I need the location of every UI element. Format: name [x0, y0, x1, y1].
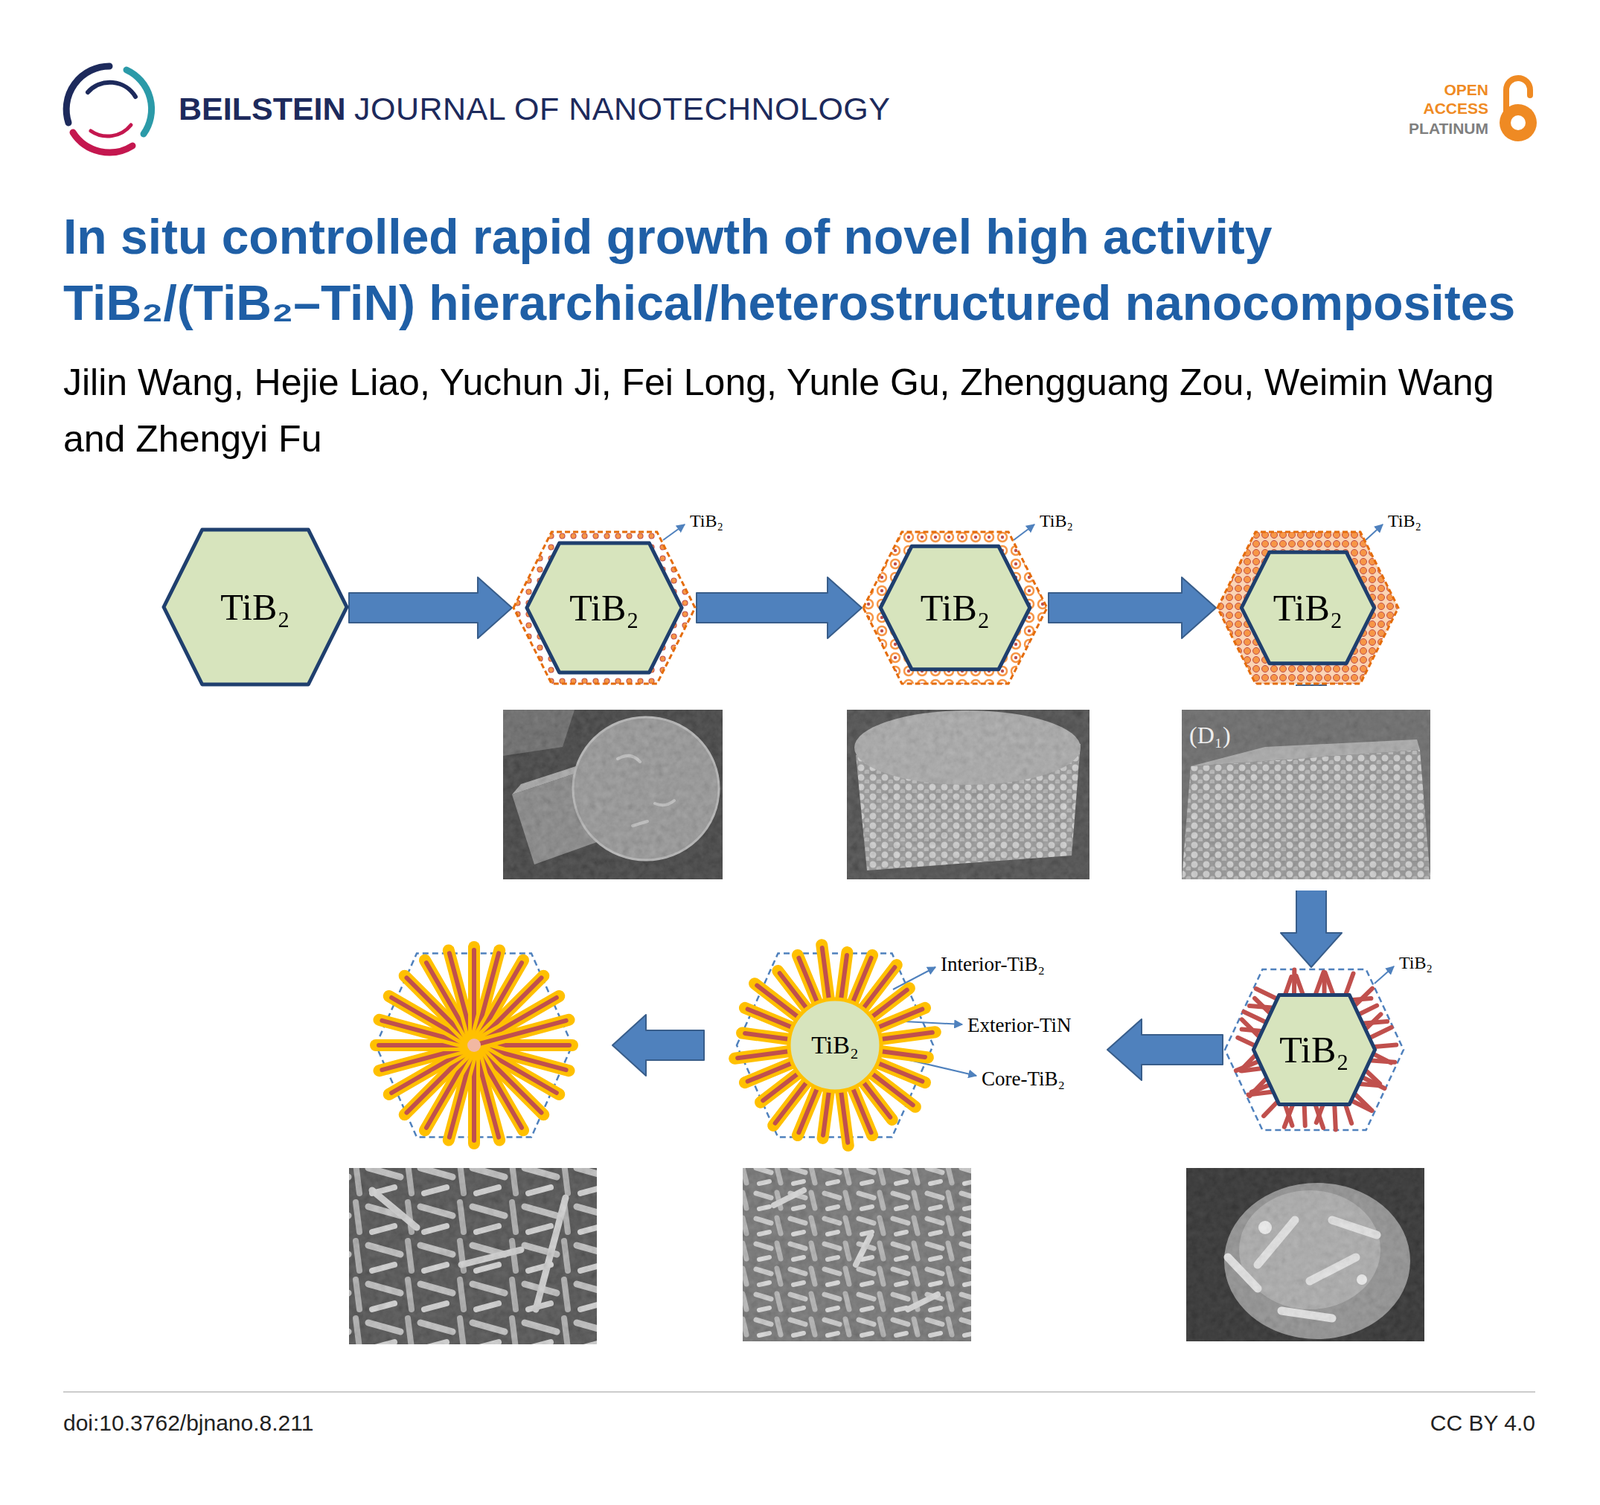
sem-image: [349, 1168, 597, 1345]
particle-shell: [1217, 532, 1399, 684]
footer-rule: [63, 1391, 1536, 1394]
text-line: In situ controlled rapid growth of novel…: [63, 203, 1516, 271]
open-access-lock: [1510, 115, 1526, 131]
dashed-outline: [1224, 969, 1404, 1131]
nanorod-starburst: [375, 947, 573, 1144]
sem-image: [742, 1168, 972, 1342]
paper-title: In situ controlled rapid growth of novel…: [63, 203, 1516, 337]
particle-shell: [513, 532, 696, 684]
callout-label: Exterior-TiN: [967, 1013, 1071, 1038]
text-line: Jilin Wang, Hejie Liao, Yuchun Ji, Fei L…: [63, 354, 1494, 411]
journal-name: JOURNAL OF NANOTECHNOLOGY: [354, 90, 891, 129]
node-label: TiB₂: [920, 587, 990, 629]
callout-label: TiB₂: [1039, 510, 1074, 533]
sem-image: [503, 709, 723, 880]
block-arrow: [349, 577, 512, 639]
sem-image: [1181, 709, 1431, 880]
sem-image: [742, 1168, 972, 1342]
sem-image: [1181, 709, 1431, 880]
open-access-lock: [1499, 78, 1537, 142]
nanorod: [734, 1050, 797, 1059]
hexagon-node: TiB₂: [1222, 967, 1406, 1133]
callout-label: TiB₂: [689, 510, 724, 533]
sem-image: [846, 709, 1090, 880]
callout-label: TiB₂: [1399, 952, 1433, 975]
sem-image: [349, 1168, 597, 1345]
leader-line: [663, 524, 685, 541]
core-particle: [788, 999, 882, 1092]
doi-text: doi:10.3762/bjnano.8.211: [63, 1410, 314, 1438]
leader-line: [1013, 524, 1035, 541]
sem-image: [349, 1168, 597, 1345]
callout-label: Interior-TiB₂: [940, 952, 1045, 977]
leader-line: [663, 524, 1394, 1077]
block-arrow: [1048, 577, 1216, 639]
sem-image: [1186, 1168, 1425, 1342]
sem-image: [1186, 1168, 1425, 1342]
particle-shell: [863, 532, 1048, 684]
nanorod: [840, 1084, 849, 1147]
journal-logo: [66, 66, 152, 153]
access-badge: ACCESS: [1422, 98, 1489, 118]
journal-name: BEILSTEIN: [178, 90, 347, 129]
hexagon-node: TiB₂: [161, 527, 350, 687]
license-text: CC BY 4.0: [1430, 1410, 1536, 1438]
hexagon-node: TiB₂: [861, 530, 1049, 686]
callout-label: Core-TiB₂: [981, 1067, 1065, 1091]
journal-logo: [87, 82, 136, 97]
nanorod-starburst: [478, 1020, 570, 1045]
crystal-hexagon: [163, 529, 347, 685]
sem-image: [503, 709, 723, 880]
journal-logo: [66, 66, 110, 123]
crystal-hexagon: [526, 543, 682, 673]
leader-line: [1365, 524, 1383, 541]
nanorod-starburst: [467, 1038, 481, 1053]
nanorod: [821, 945, 830, 1007]
sem-image: [846, 709, 1090, 880]
text-line: TiB₂/(TiB₂–TiN) hierarchical/heterostruc…: [63, 270, 1516, 337]
sem-image: [846, 709, 1090, 880]
open-access-lock: [1499, 104, 1537, 142]
starburst-node: TiB₂: [730, 941, 1108, 1150]
block-arrow: [612, 1015, 704, 1077]
sem-image: [1181, 709, 1431, 880]
hexagon-node: TiB₂: [512, 530, 697, 686]
sem-image: [742, 1168, 972, 1342]
block-arrow: [1107, 1019, 1223, 1081]
leader-line: [1374, 966, 1394, 984]
crystal-hexagon: [1241, 552, 1374, 664]
author-list: Jilin Wang, Hejie Liao, Yuchun Ji, Fei L…: [63, 354, 1494, 468]
node-label: TiB₂: [1273, 587, 1343, 629]
crystal-hexagon: [1253, 995, 1375, 1106]
node-shape: [730, 941, 1108, 1150]
dashed-outline: [736, 954, 934, 1138]
node-label: TiB₂: [569, 587, 639, 629]
block-arrow: [696, 577, 862, 639]
hexagon-node: TiB₂: [1216, 530, 1400, 686]
access-badge: PLATINUM: [1408, 119, 1489, 138]
journal-logo: [90, 125, 131, 137]
leader-line: [904, 1021, 963, 1025]
node-label: TiB₂: [1279, 1029, 1349, 1071]
node-label: TiB₂: [220, 587, 290, 629]
sem-image: [503, 709, 723, 880]
access-badge: OPEN: [1443, 80, 1489, 99]
node-label: TiB₂: [811, 1031, 859, 1059]
text-line: and Zhengyi Fu: [63, 410, 1494, 468]
callout-label: TiB₂: [1387, 510, 1422, 533]
panel-label: (D₁): [1189, 721, 1231, 750]
sem-image: [1186, 1168, 1425, 1342]
nanorod: [873, 1032, 936, 1041]
crystal-hexagon: [880, 546, 1030, 670]
